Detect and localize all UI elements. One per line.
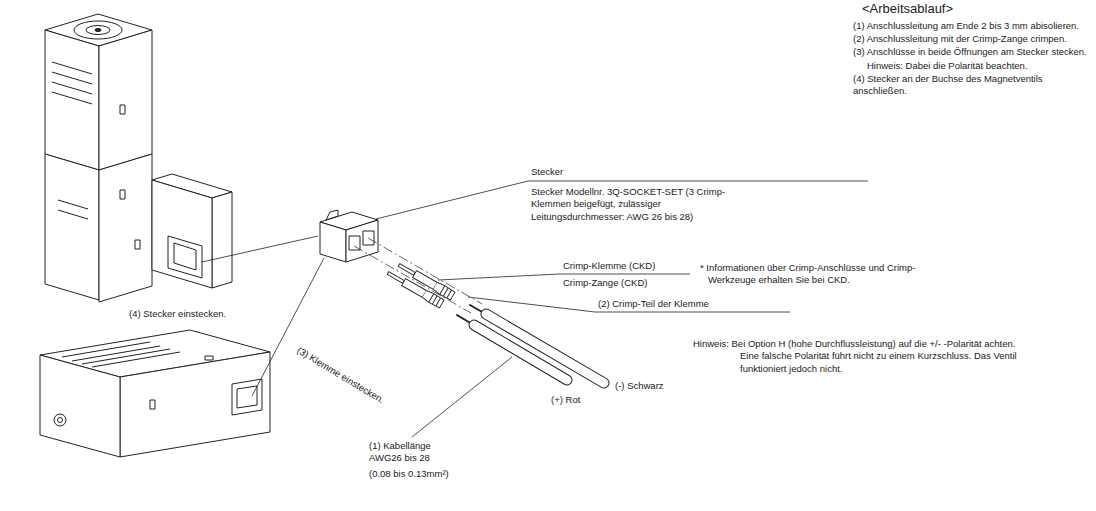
callout-text: (4) Stecker einstecken. (128, 308, 227, 320)
part-name: Crimp-Klemme (CKD) (562, 260, 656, 272)
wire-color: (-) Schwarz (614, 380, 665, 392)
part-spec: Stecker Modellnr. 3Q-SOCKET-SET (3 Crimp… (530, 186, 732, 223)
section-title: <Arbeitsablauf> (862, 1, 953, 17)
wire-spec: (0.08 bis 0.13mm²) (368, 468, 450, 480)
procedure-note: Hinweis: Dabei die Polarität beachten. (866, 60, 1092, 72)
connector-plug (320, 210, 378, 262)
callout-text: (2) Crimp-Teil der Klemme (597, 298, 710, 310)
center-line (354, 238, 482, 313)
procedure-step: (3) Anschlüsse in beide Öffnungen am Ste… (852, 46, 1092, 58)
wire-color: (+) Rot (550, 394, 581, 406)
solenoid-valve-horizontal (40, 330, 270, 457)
footnote: * Informationen über Crimp-Anschlüsse un… (700, 262, 924, 287)
callout-text: (3) Klemme einstecken. (294, 344, 388, 407)
leader-line (376, 181, 868, 437)
wire (457, 305, 604, 383)
procedure-step: (1) Anschlussleitung am Ende 2 bis 3 mm … (852, 20, 1092, 32)
wire-spec: (1) Kabellänge AWG26 bis 28 (368, 440, 456, 465)
part-name: Stecker (530, 166, 564, 178)
procedure-step: (2) Anschlussleitung mit der Crimp-Zange… (852, 33, 1092, 45)
crimp-terminal (386, 261, 456, 309)
part-name: Crimp-Zange (CKD) (562, 277, 648, 289)
procedure-step: (4) Stecker an der Buchse des Magnetvent… (852, 73, 1092, 98)
solenoid-valve-vertical (45, 14, 232, 302)
note-text: Hinweis: Bei Option H (hohe Durchflussle… (693, 338, 1033, 375)
